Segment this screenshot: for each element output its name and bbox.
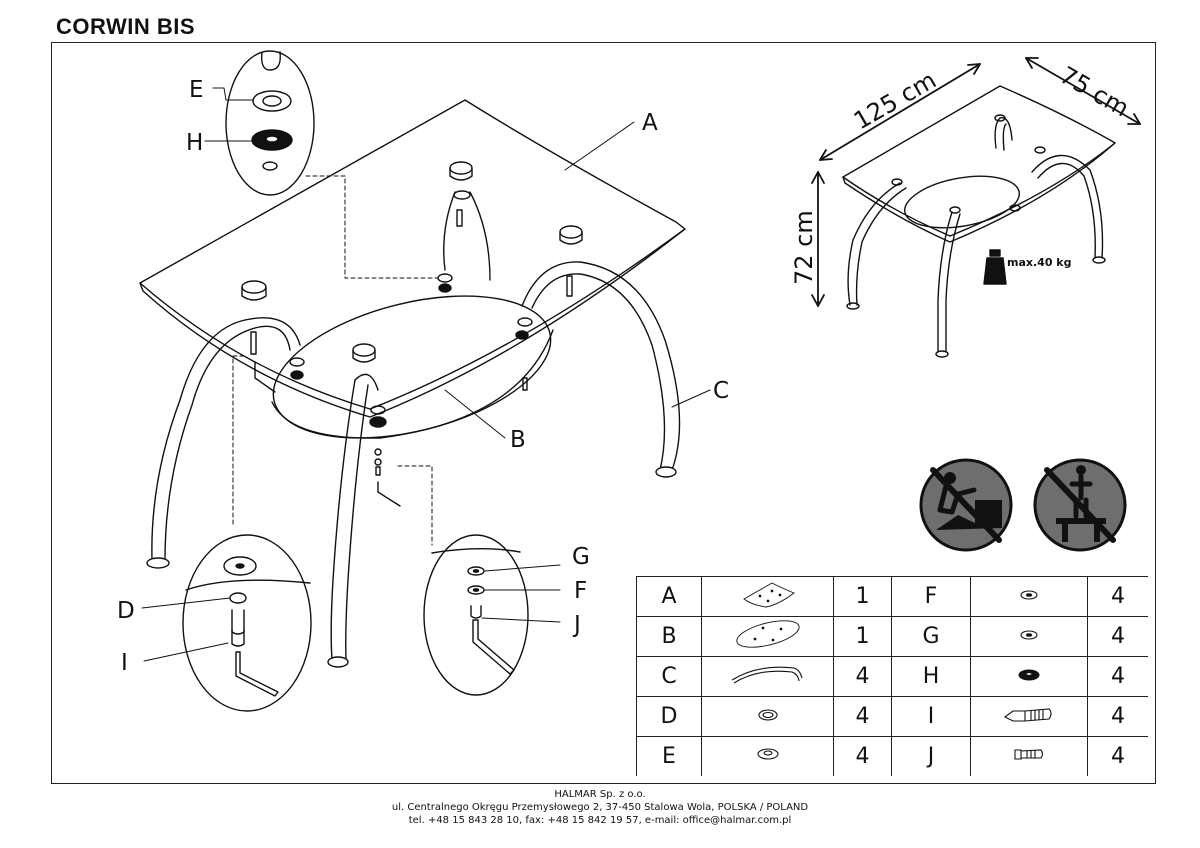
part-letter: C (636, 656, 702, 697)
callout-j: J (572, 612, 581, 638)
callout-c: C (713, 378, 729, 404)
part-image-d (701, 696, 834, 737)
part-letter: G (891, 616, 971, 657)
part-qty: 4 (1087, 736, 1148, 776)
part-qty: 4 (1087, 656, 1148, 697)
part-letter: J (891, 736, 971, 776)
callout-h: H (186, 130, 203, 156)
callout-f: F (574, 578, 587, 604)
leg-right (521, 225, 681, 478)
part-image-j (970, 736, 1088, 776)
dim-length-label: 125 cm (849, 66, 941, 135)
part-image-b (701, 616, 834, 657)
callout-b: B (510, 427, 526, 453)
part-qty: 1 (833, 576, 892, 617)
fasteners (289, 273, 533, 507)
callout-leaders (444, 121, 711, 439)
part-image-c (701, 656, 834, 697)
parts-row: A 1 F 4 (636, 576, 1148, 617)
parts-row: D 4 I 4 (636, 696, 1148, 737)
detail-bubble-eh (204, 50, 315, 196)
footer: HALMAR Sp. z o.o. ul. Centralnego Okręgu… (0, 788, 1200, 827)
dim-width-label: 75 cm (1055, 61, 1134, 123)
detail-bubble-di (141, 534, 312, 712)
no-climbing-icon (919, 458, 1013, 552)
footer-contact: tel. +48 15 843 28 10, fax: +48 15 842 1… (408, 815, 792, 826)
part-letter: D (636, 696, 702, 737)
parts-row: B 1 G 4 (636, 616, 1148, 657)
part-letter: H (891, 656, 971, 697)
parts-row: E 4 J 4 (636, 736, 1148, 776)
part-image-e (701, 736, 834, 776)
part-letter: I (891, 696, 971, 737)
footer-address: ul. Centralnego Okręgu Przemysłowego 2, … (391, 802, 809, 813)
no-standing-icon (1033, 458, 1127, 552)
callout-g: G (572, 544, 590, 570)
part-letter: F (891, 576, 971, 617)
part-qty: 4 (833, 696, 892, 737)
footer-company: HALMAR Sp. z o.o. (554, 789, 646, 800)
part-letter: B (636, 616, 702, 657)
part-qty: 4 (833, 736, 892, 776)
part-qty: 4 (1087, 696, 1148, 737)
parts-row: C 4 H 4 (636, 656, 1148, 697)
callout-i: I (121, 650, 128, 676)
callout-d: D (117, 598, 135, 624)
dim-height-label: 72 cm (790, 210, 818, 285)
glass-top-a (139, 99, 686, 418)
part-image-f (970, 576, 1088, 617)
weight-icon (983, 249, 1007, 285)
drawing-frame (51, 42, 1156, 784)
dimension-sketch (811, 57, 1141, 358)
parts-table: A 1 F 4 B (636, 576, 1148, 776)
part-letter: E (636, 736, 702, 776)
assembly-drawing: A B C D E F G H I J 125 cm 75 cm 72 cm m… (117, 50, 1141, 712)
product-title: CORWIN BIS (56, 14, 196, 39)
part-qty: 4 (833, 656, 892, 697)
part-qty: 4 (1087, 616, 1148, 657)
leg-front (327, 343, 379, 668)
part-letter: A (636, 576, 702, 617)
callout-a: A (642, 110, 658, 136)
part-image-i (970, 696, 1088, 737)
part-image-h (970, 656, 1088, 697)
leg-left (146, 280, 301, 569)
part-qty: 1 (833, 616, 892, 657)
part-image-g (970, 616, 1088, 657)
part-qty: 4 (1087, 576, 1148, 617)
detail-bubble-gfj (423, 534, 561, 696)
part-image-a (701, 576, 834, 617)
glass-shelf-b (271, 295, 554, 439)
detail-leaders (232, 175, 439, 546)
leg-back (443, 161, 491, 281)
callout-e: E (189, 77, 204, 103)
max-load-label: max.40 kg (1007, 256, 1072, 269)
